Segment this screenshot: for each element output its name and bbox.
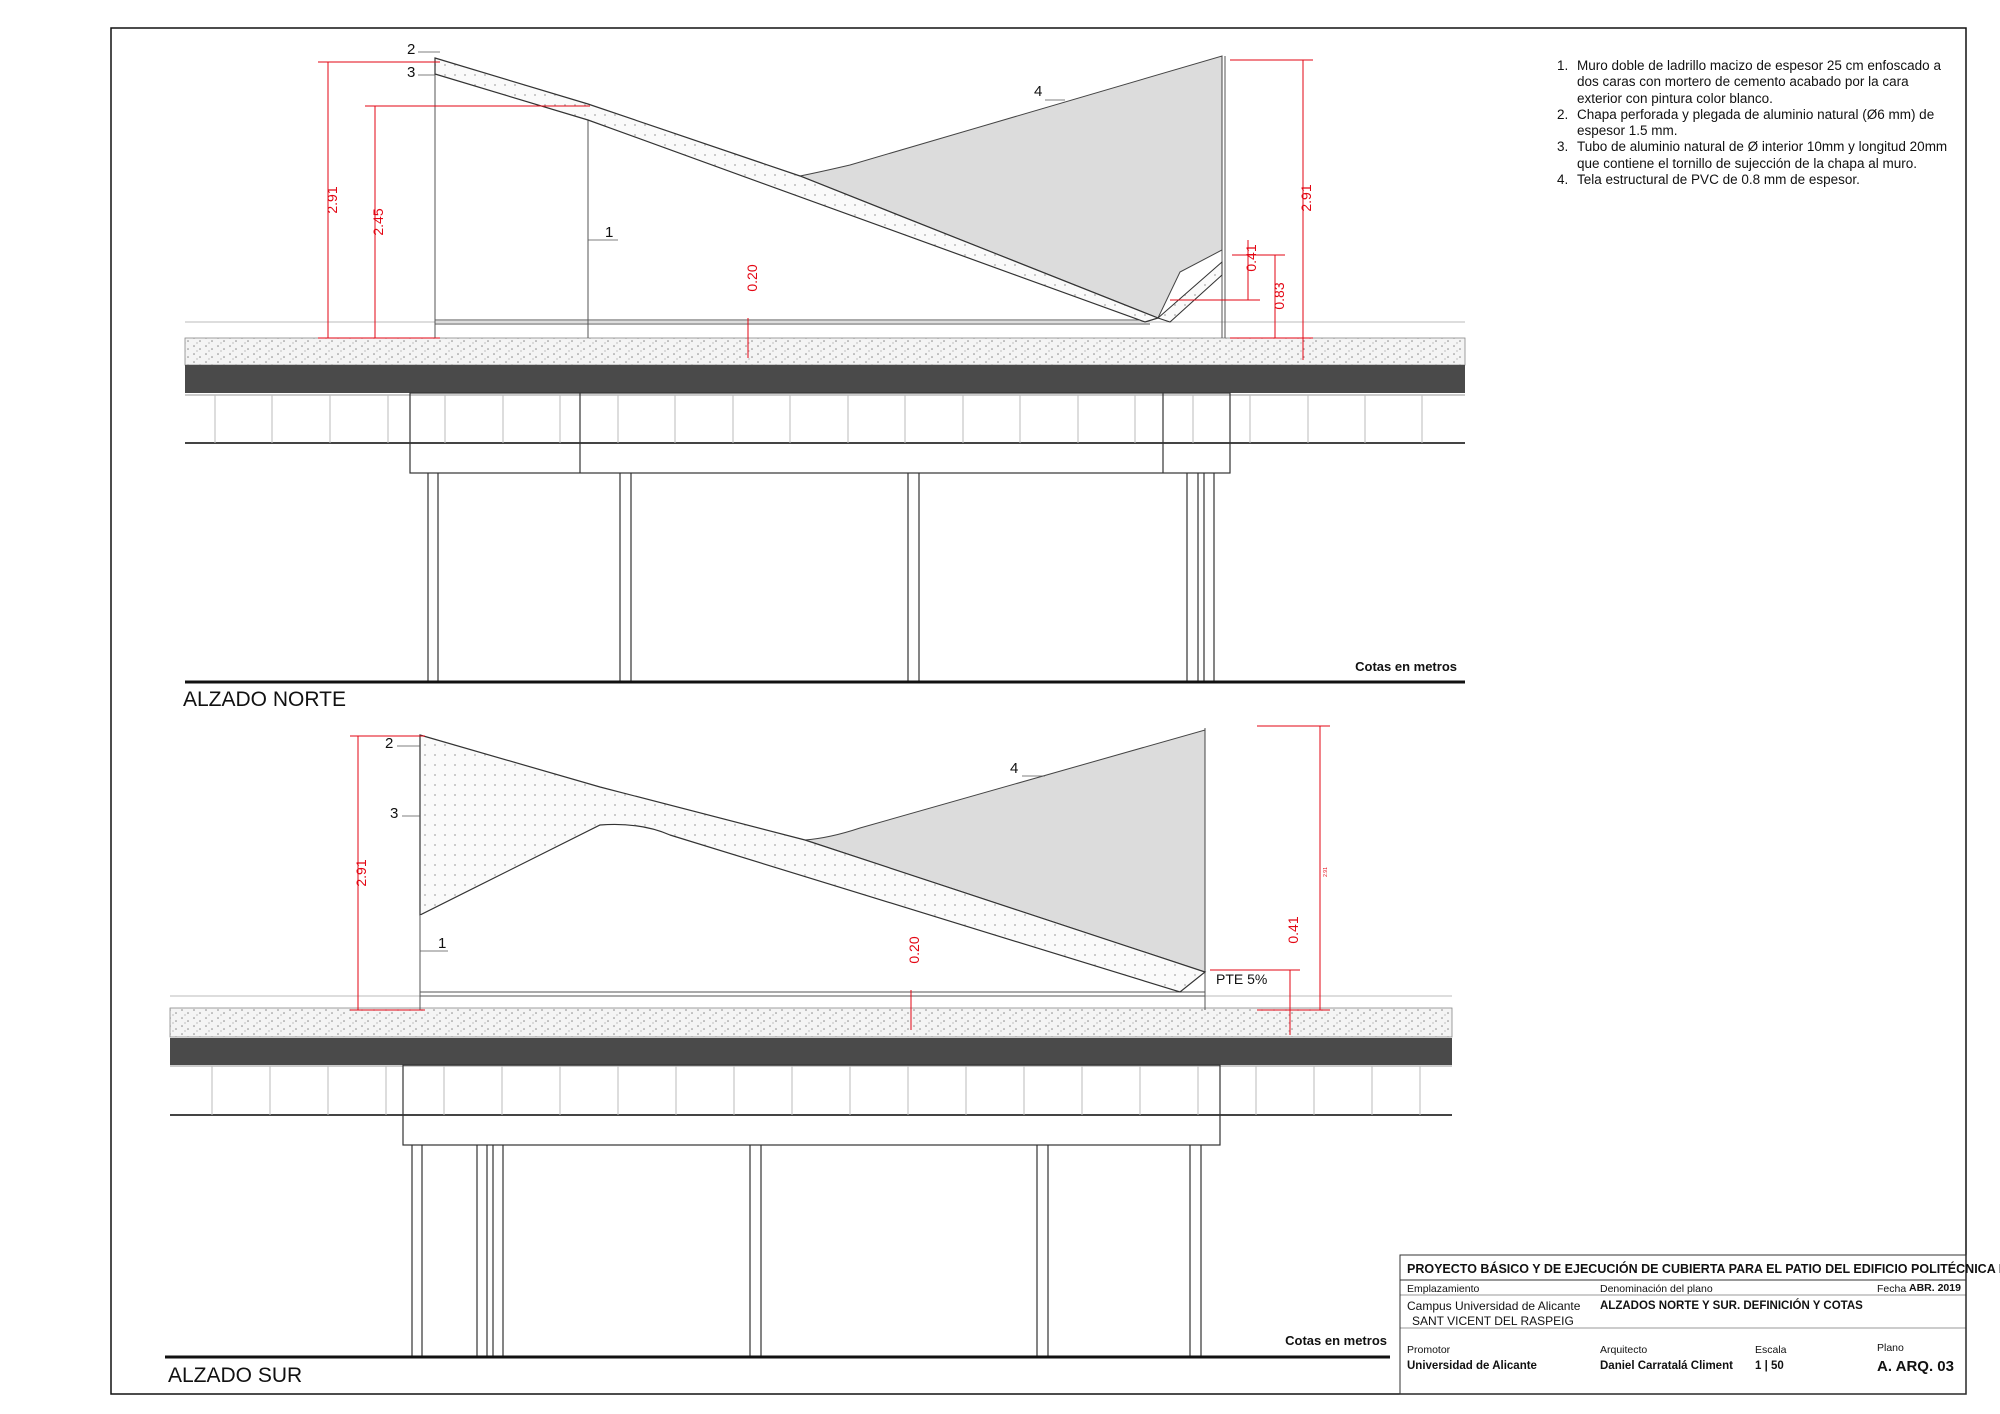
dim-sur-291-right: 2.91 [1323,867,1329,877]
slope-label: PTE 5% [1216,971,1267,987]
roof-slab [185,365,1465,393]
emplazamiento-line-1: Campus Universidad de Alicante [1407,1299,1581,1313]
note-item: 3. Tubo de aluminio natural de Ø interio… [1557,139,1957,172]
callout-sur-2: 2 [385,735,393,752]
note-item: 1. Muro doble de ladrillo macizo de espe… [1557,58,1957,107]
alzado-sur-title: ALZADO SUR [168,1364,302,1387]
emplazamiento-line-2: SANT VICENT DEL RASPEIG [1412,1314,1574,1328]
dim-norte-291-right: 2.91 [1298,184,1314,211]
note-number: 1. [1557,58,1569,73]
note-item: 4. Tela estructural de PVC de 0.8 mm de … [1557,172,1957,188]
note-number: 2. [1557,106,1569,122]
alzado-norte-drawing [184,55,1466,684]
note-number: 4. [1557,172,1569,188]
dim-sur-041: 0.41 [1285,916,1301,943]
alzado-sur-drawing [165,725,1453,1359]
dim-norte-291-left: 2.91 [324,186,340,213]
plano-value: A. ARQ. 03 [1877,1358,1954,1375]
fecha-value: ABR. 2019 [1909,1282,1961,1294]
dim-norte-020: 0.20 [744,264,760,291]
pvc-membrane [798,55,1223,319]
callout-sur-1: 1 [438,935,446,952]
arquitecto-label: Arquitecto [1600,1344,1648,1356]
plano-label: Plano [1877,1342,1904,1354]
fecha-label: Fecha [1877,1283,1907,1295]
alzado-norte-title: ALZADO NORTE [183,688,346,711]
dim-sur-291-left: 2.91 [353,859,369,886]
note-text: Chapa perforada y plegada de aluminio na… [1577,106,1935,139]
callout-norte-3: 3 [407,64,415,81]
dim-norte-245: 2.45 [370,208,386,235]
note-number: 3. [1557,139,1569,155]
denominacion-value: ALZADOS NORTE Y SUR. DEFINICIÓN Y COTAS [1600,1300,1863,1312]
arquitecto-value: Daniel Carratalá Climent [1600,1360,1733,1372]
gravel-layer-sur [169,1007,1453,1038]
escala-value: 1 | 50 [1755,1360,1784,1372]
sheet-border [110,27,1967,1395]
dim-norte-041: 0.41 [1243,244,1259,271]
callout-norte-1: 1 [605,224,613,241]
title-block-frame [1399,1254,1967,1395]
project-title: PROYECTO BÁSICO Y DE EJECUCIÓN DE CUBIER… [1407,1262,2000,1276]
alzado-sur-cotas: Cotas en metros [1285,1333,1387,1348]
dim-norte-083: 0.83 [1271,282,1287,309]
roof-slab-sur [170,1038,1452,1065]
dim-sur-020: 0.20 [906,936,922,963]
promotor-value: Universidad de Alicante [1407,1360,1537,1372]
note-item: 2. Chapa perforada y plegada de aluminio… [1557,107,1957,140]
escala-label: Escala [1755,1344,1787,1356]
notes-list: 1. Muro doble de ladrillo macizo de espe… [1557,58,1957,188]
callout-norte-4: 4 [1034,83,1042,100]
emplazamiento-label: Emplazamiento [1407,1283,1480,1295]
alzado-norte-cotas: Cotas en metros [1355,659,1457,674]
note-text: Tela estructural de PVC de 0.8 mm de esp… [1577,172,1860,188]
note-text: Tubo de aluminio natural de Ø interior 1… [1577,139,1948,171]
perforated-sheet [434,57,1160,323]
denominacion-label: Denominación del plano [1600,1283,1713,1295]
note-text: Muro doble de ladrillo macizo de espesor… [1577,58,1941,106]
callout-norte-2: 2 [407,41,415,58]
gravel-layer [184,337,1466,366]
callout-sur-3: 3 [390,805,398,822]
pvc-membrane-sur [804,729,1206,973]
promotor-label: Promotor [1407,1344,1451,1356]
callout-sur-4: 4 [1010,760,1018,777]
perforated-sheet-sur [419,734,1207,993]
